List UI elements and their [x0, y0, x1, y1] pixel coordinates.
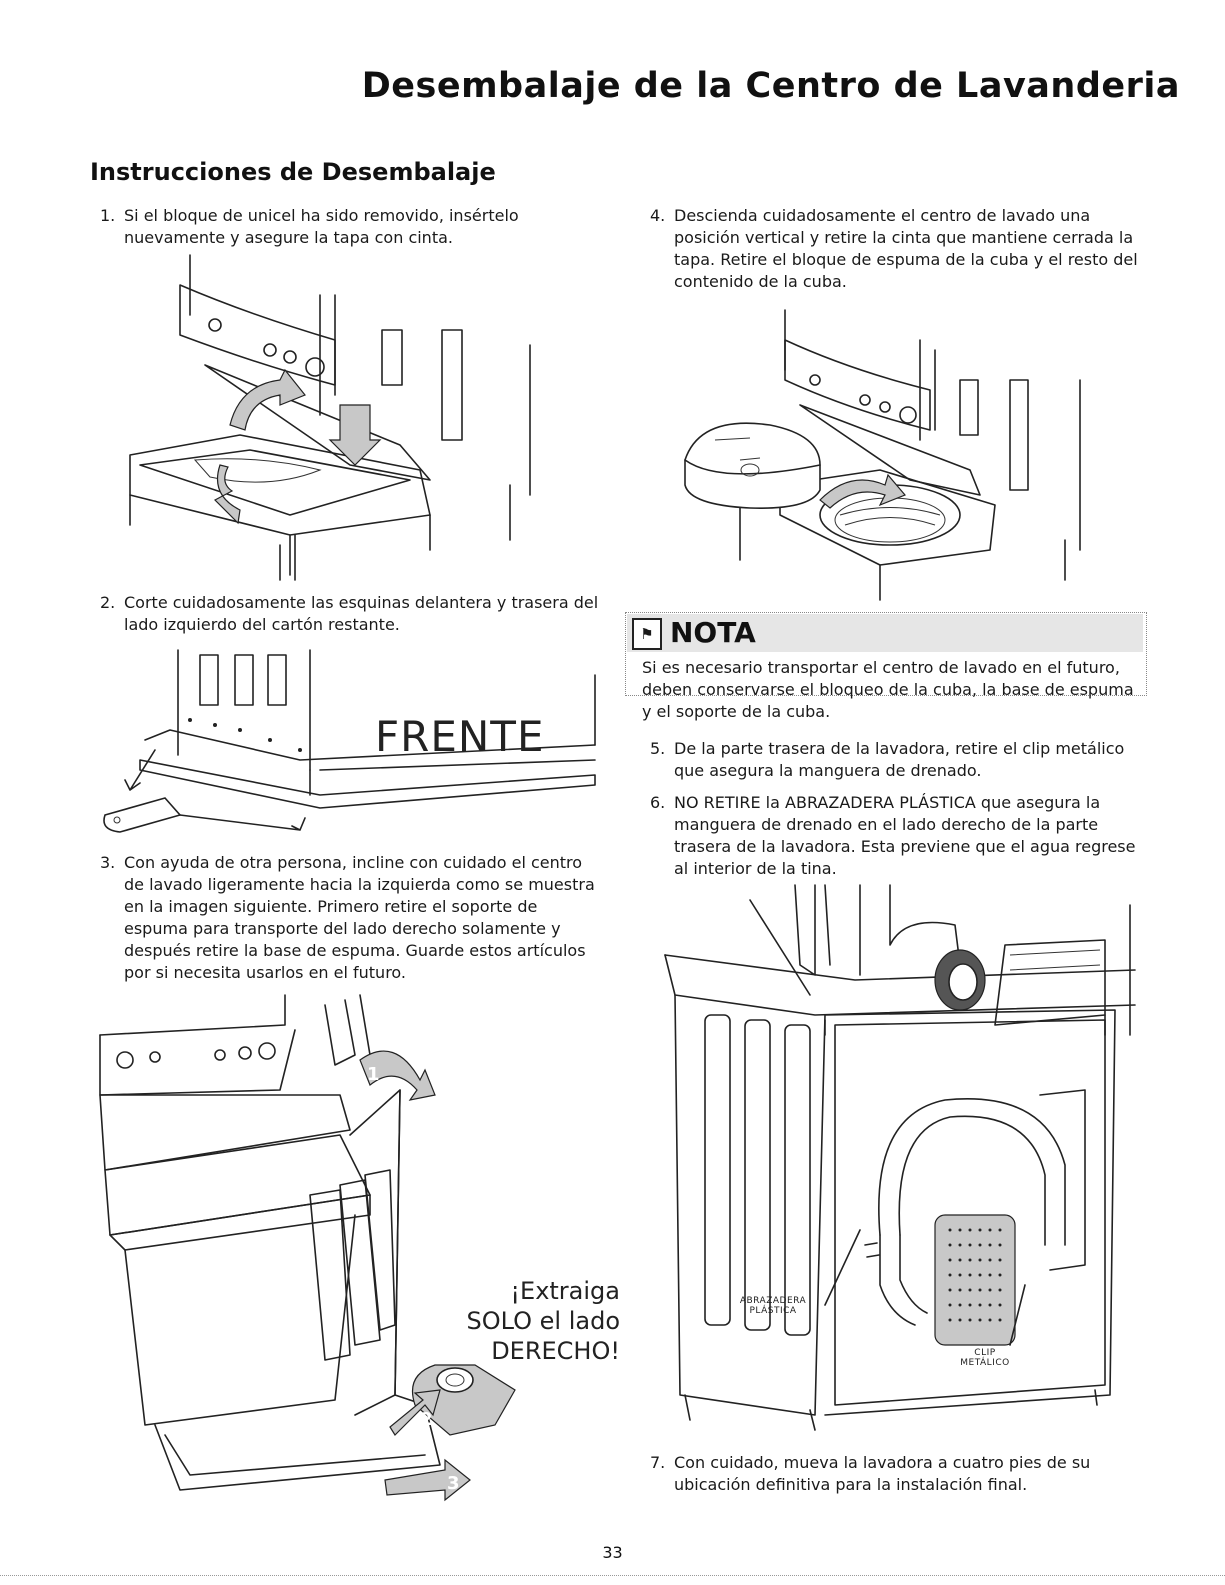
remove-right-side-callout: ¡Extraiga SOLO el lado DERECHO! — [420, 1276, 620, 1366]
note-label: NOTA — [670, 616, 756, 649]
figure-remove-tub-foam — [684, 309, 1081, 601]
tag-line-1: ABRAZADERA — [739, 1296, 807, 1306]
step-4: 4. Descienda cuidadosamente el centro de… — [650, 205, 1150, 293]
callout-line-1: ¡Extraiga — [510, 1277, 620, 1305]
step-text: Corte cuidadosamente las esquinas delant… — [124, 593, 599, 634]
arrow-1-label: 1 — [367, 1064, 380, 1085]
step-number: 2. — [100, 593, 116, 612]
section-title: Instrucciones de Desembalaje — [90, 158, 496, 186]
arrow-3-label: 3 — [447, 1473, 460, 1494]
plastic-clamp-tag: ABRAZADERA PLÁSTICA — [728, 1296, 818, 1316]
step-number: 6. — [650, 793, 666, 812]
step-7: 7. Con cuidado, mueva la lavadora a cuat… — [650, 1452, 1150, 1496]
arrow-2-label: 2 — [420, 1409, 433, 1430]
figure-tilt-remove-foam: 1 2 3 — [99, 994, 516, 1502]
page-number: 33 — [602, 1543, 623, 1562]
step-number: 3. — [100, 853, 116, 872]
metal-clip-tag: CLIP METÁLICO — [945, 1348, 1025, 1368]
step-1: 1. Si el bloque de unicel ha sido removi… — [100, 205, 570, 249]
step-number: 5. — [650, 739, 666, 758]
step-number: 1. — [100, 206, 116, 225]
step-text: Con cuidado, mueva la lavadora a cuatro … — [674, 1453, 1091, 1494]
step-5: 5. De la parte trasera de la lavadora, r… — [650, 738, 1150, 782]
frente-label: FRENTE — [375, 712, 545, 761]
note-box — [625, 612, 1147, 696]
step-text: Descienda cuidadosamente el centro de la… — [674, 206, 1138, 291]
page-title: Desembalaje de la Centro de Lavanderia — [361, 66, 1180, 106]
note-text: Si es necesario transportar el centro de… — [642, 658, 1134, 721]
figure-cut-carton-corners — [103, 649, 596, 833]
step-text: Si el bloque de unicel ha sido removido,… — [124, 206, 519, 247]
step-text: De la parte trasera de la lavadora, reti… — [674, 739, 1125, 780]
note-header — [627, 614, 1143, 652]
step-6: 6. NO RETIRE la ABRAZADERA PLÁSTICA que … — [650, 792, 1150, 880]
step-text: Con ayuda de otra persona, incline con c… — [124, 853, 595, 982]
callout-line-3: DERECHO! — [491, 1337, 620, 1365]
tag-line-2: PLÁSTICA — [749, 1306, 797, 1316]
tag-line-1: CLIP — [974, 1348, 996, 1358]
tag-line-2: METÁLICO — [960, 1358, 1010, 1368]
step-number: 4. — [650, 206, 666, 225]
step-number: 7. — [650, 1453, 666, 1472]
step-2: 2. Corte cuidadosamente las esquinas del… — [100, 592, 605, 636]
figure-insert-foam-block — [129, 254, 531, 581]
pin-icon: ⚑ — [632, 618, 662, 650]
callout-line-2: SOLO el lado — [466, 1307, 620, 1335]
step-text: NO RETIRE la ABRAZADERA PLÁSTICA que ase… — [674, 793, 1136, 878]
step-3: 3. Con ayuda de otra persona, incline co… — [100, 852, 605, 984]
figure-rear-drain-hose — [664, 884, 1136, 1431]
bottom-rule — [0, 1575, 1225, 1576]
